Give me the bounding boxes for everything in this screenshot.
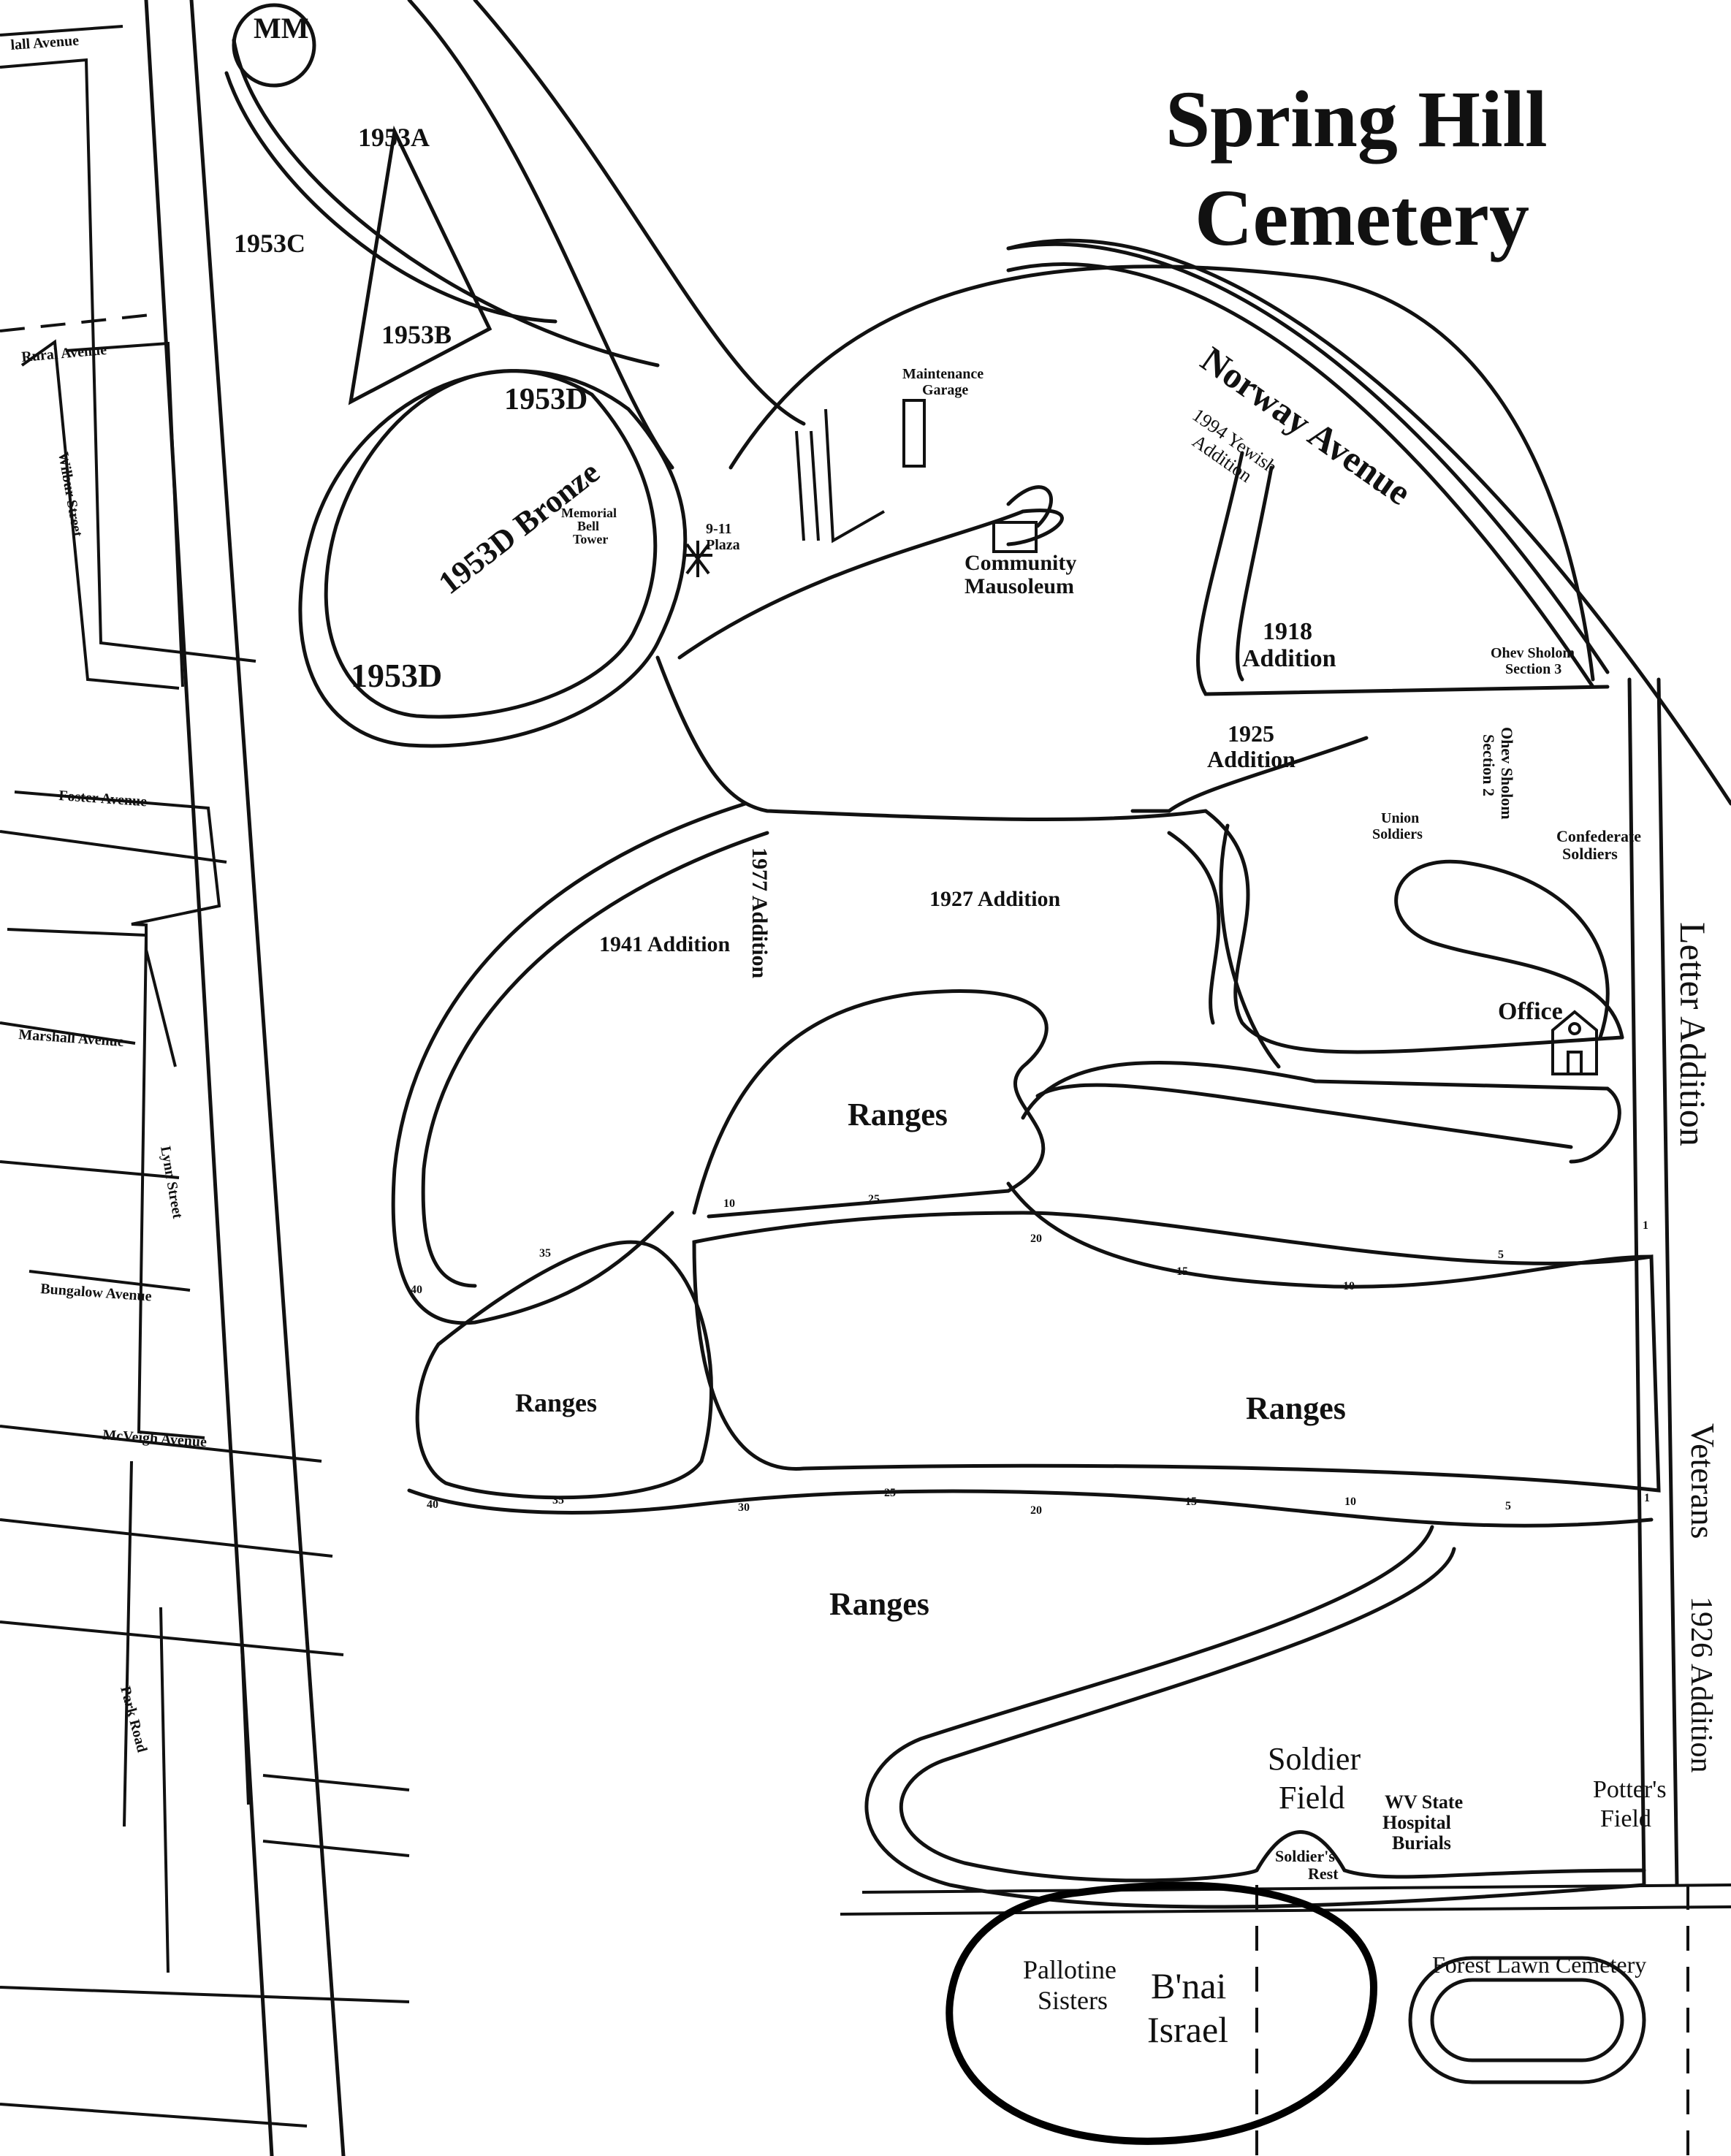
street-lynn: Lynn Street: [157, 1145, 186, 1220]
marker-mm: MM: [254, 12, 309, 45]
ohev-sholom-2-line1: Ohev Sholom: [1498, 727, 1516, 820]
memorial-bell-line1: Memorial: [561, 506, 617, 520]
range-marker: 30: [738, 1501, 750, 1514]
soldiers-rest-line1: Soldier's: [1275, 1847, 1335, 1865]
ohev-sholom-3-line2: Section 3: [1505, 661, 1561, 677]
soldier-field-line1: Soldier: [1268, 1741, 1361, 1777]
potters-field-line2: Field: [1600, 1805, 1651, 1832]
street-foster: Foster Avenue: [58, 788, 148, 810]
addition-1925-line1: 1925: [1228, 720, 1274, 747]
office-label: Office: [1498, 998, 1563, 1025]
letter-addition: Letter Addition: [1673, 922, 1713, 1146]
range-marker: 40: [427, 1498, 438, 1511]
potters-field-line1: Potter's: [1593, 1776, 1667, 1803]
section-1953c: 1953C: [234, 229, 305, 258]
bnai-israel-line1: B'nai: [1151, 1965, 1226, 2006]
map-labels: Spring Hill Cemetery MM 1953A 1953B 1953…: [10, 12, 1722, 2050]
range-marker: 25: [884, 1487, 896, 1499]
range-marker: 10: [1344, 1496, 1356, 1508]
map-title-line1: Spring Hill: [1165, 75, 1548, 164]
map-title-line2: Cemetery: [1195, 173, 1529, 262]
garage-line2: Garage: [922, 382, 968, 398]
section-1953b: 1953B: [381, 320, 452, 349]
addition-1977: 1977 Addition: [747, 847, 772, 979]
range-marker: 35: [552, 1494, 564, 1506]
wv-hospital-line1: WV State: [1385, 1791, 1463, 1813]
street-marshall: Marshall Avenue: [18, 1026, 125, 1050]
plaza-line2: Plaza: [706, 537, 740, 553]
bnai-israel-line2: Israel: [1147, 2009, 1228, 2050]
union-soldiers-line2: Soldiers: [1372, 826, 1423, 842]
addition-1918-line1: 1918: [1263, 618, 1312, 645]
wv-hospital-line3: Burials: [1392, 1832, 1451, 1854]
range-marker: 10: [723, 1197, 735, 1210]
ranges-lower: Ranges: [829, 1586, 929, 1622]
confederate-soldiers-line2: Soldiers: [1562, 845, 1618, 863]
confederate-soldiers-line1: Confederate: [1556, 827, 1641, 845]
ranges-upper: Ranges: [848, 1097, 948, 1132]
ranges-left: Ranges: [515, 1388, 597, 1417]
street-hall: lall Avenue: [10, 33, 80, 53]
ranges-middle: Ranges: [1246, 1390, 1346, 1426]
soldier-field-line2: Field: [1279, 1780, 1344, 1816]
addition-1918-line2: Addition: [1242, 645, 1336, 672]
pallotine-sisters-line1: Pallotine: [1023, 1955, 1116, 1984]
range-marker: 15: [1185, 1496, 1197, 1508]
mausoleum-line2: Mausoleum: [965, 574, 1074, 598]
range-marker: 20: [1030, 1504, 1042, 1517]
street-wilbur: Wilbur Street: [55, 451, 85, 538]
pallotine-sisters-line2: Sisters: [1038, 1986, 1108, 2015]
forest-lawn-cemetery: Forest Lawn Cemetery: [1432, 1951, 1646, 1978]
range-marker: 20: [1030, 1233, 1042, 1245]
range-marker: 1: [1643, 1219, 1648, 1232]
wv-hospital-line2: Hospital: [1382, 1812, 1451, 1833]
addition-1927: 1927 Addition: [929, 887, 1061, 911]
section-1953a: 1953A: [358, 123, 430, 152]
addition-1926: 1926 Addition: [1684, 1596, 1718, 1773]
addition-1941: 1941 Addition: [599, 932, 731, 956]
range-marker: 5: [1498, 1249, 1504, 1261]
section-1953d-top: 1953D: [504, 383, 587, 416]
garage-line1: Maintenance: [902, 366, 984, 382]
veterans: Veterans: [1684, 1423, 1722, 1539]
plaza-line1: 9-11: [706, 521, 732, 537]
mausoleum-line1: Community: [965, 551, 1076, 575]
range-marker: 40: [411, 1284, 422, 1296]
range-marker: 15: [1176, 1265, 1188, 1278]
ohev-sholom-2-line2: Section 2: [1480, 734, 1498, 796]
addition-1925-line2: Addition: [1207, 746, 1296, 772]
street-park: Park Road: [117, 1685, 150, 1754]
union-soldiers-line1: Union: [1381, 810, 1419, 826]
soldiers-rest-line2: Rest: [1308, 1864, 1339, 1883]
ohev-sholom-3-line1: Ohev Sholom: [1491, 645, 1575, 661]
range-marker: 35: [539, 1247, 551, 1260]
range-marker: 5: [1505, 1500, 1511, 1512]
memorial-bell-line3: Tower: [573, 532, 608, 546]
range-marker: 25: [868, 1193, 880, 1205]
range-marker: 1: [1644, 1492, 1650, 1504]
section-1953d-bottom: 1953D: [351, 657, 442, 694]
range-marker: 10: [1343, 1280, 1355, 1292]
street-mcveigh: McVeigh Avenue: [102, 1427, 208, 1450]
memorial-bell-line2: Bell: [577, 519, 599, 533]
